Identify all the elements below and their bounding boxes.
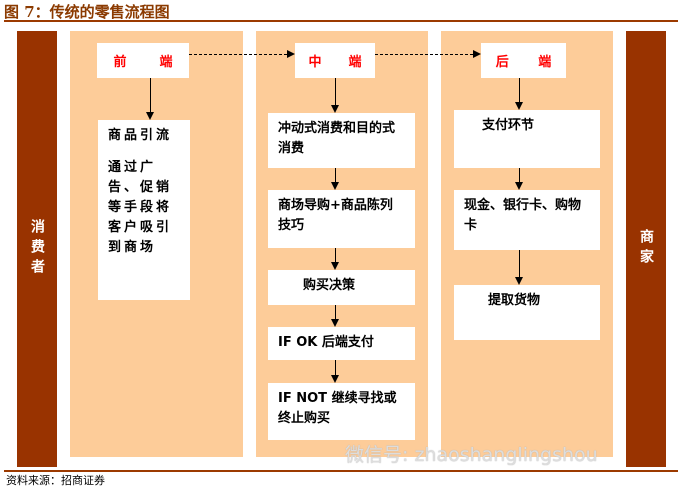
mid-box-2: 商场导购+商品陈列技巧: [268, 190, 415, 248]
mid-end-header: 中端: [295, 43, 375, 78]
arrow-down-icon: [331, 375, 339, 383]
header-char: 端: [348, 55, 362, 70]
header-char: 后: [495, 55, 509, 70]
back-box-3: 提取货物: [454, 285, 600, 340]
mid-box-4: IF OK 后端支付: [268, 327, 415, 360]
arrow-right-icon: [473, 50, 481, 58]
dashed-connector: [375, 54, 473, 55]
arrow-down-icon: [331, 262, 339, 270]
arrow-down-icon: [515, 277, 523, 285]
header-char: 端: [538, 55, 552, 70]
header-char: 端: [159, 55, 173, 70]
connector: [519, 168, 520, 182]
dashed-connector: [189, 54, 287, 55]
mid-box-5: IF NOT 继续寻找或终止购买: [268, 383, 415, 440]
arrow-down-icon: [146, 112, 154, 120]
connector: [519, 78, 520, 102]
arrow-right-icon: [287, 50, 295, 58]
arrow-down-icon: [515, 182, 523, 190]
header-char: 前: [113, 55, 127, 70]
front-end-header: 前端: [97, 43, 189, 78]
watermark: 微信号: zhaoshanglingshou: [345, 444, 598, 466]
front-end-box: 商品引流 通过广告、促销等手段将客户吸引到商场: [98, 120, 190, 300]
connector: [335, 305, 336, 319]
back-box-2: 现金、银行卡、购物卡: [454, 190, 600, 250]
figure-title: 图 7：传统的零售流程图: [4, 3, 170, 21]
back-box-1: 支付环节: [454, 110, 600, 168]
box-text: 通过广告、促销等手段将客户吸引到商场: [108, 160, 173, 255]
consumer-bar: 消费者: [17, 31, 57, 467]
arrow-down-icon: [331, 319, 339, 327]
top-divider: [4, 20, 678, 22]
header-char: 中: [308, 55, 322, 70]
arrow-down-icon: [331, 105, 339, 113]
connector: [519, 250, 520, 277]
mid-box-1: 冲动式消费和目的式消费: [268, 113, 415, 168]
mid-box-3: 购买决策: [268, 270, 415, 305]
connector: [335, 78, 336, 105]
merchant-bar: 商家: [626, 31, 666, 467]
connector: [335, 360, 336, 375]
box-title: 商品引流: [108, 128, 173, 143]
connector: [335, 168, 336, 182]
back-end-header: 后端: [481, 43, 566, 78]
bottom-divider: [4, 470, 678, 472]
arrow-down-icon: [331, 182, 339, 190]
arrow-down-icon: [515, 102, 523, 110]
source-note: 资料来源：招商证券: [6, 474, 105, 487]
connector: [335, 248, 336, 262]
connector: [150, 78, 151, 112]
